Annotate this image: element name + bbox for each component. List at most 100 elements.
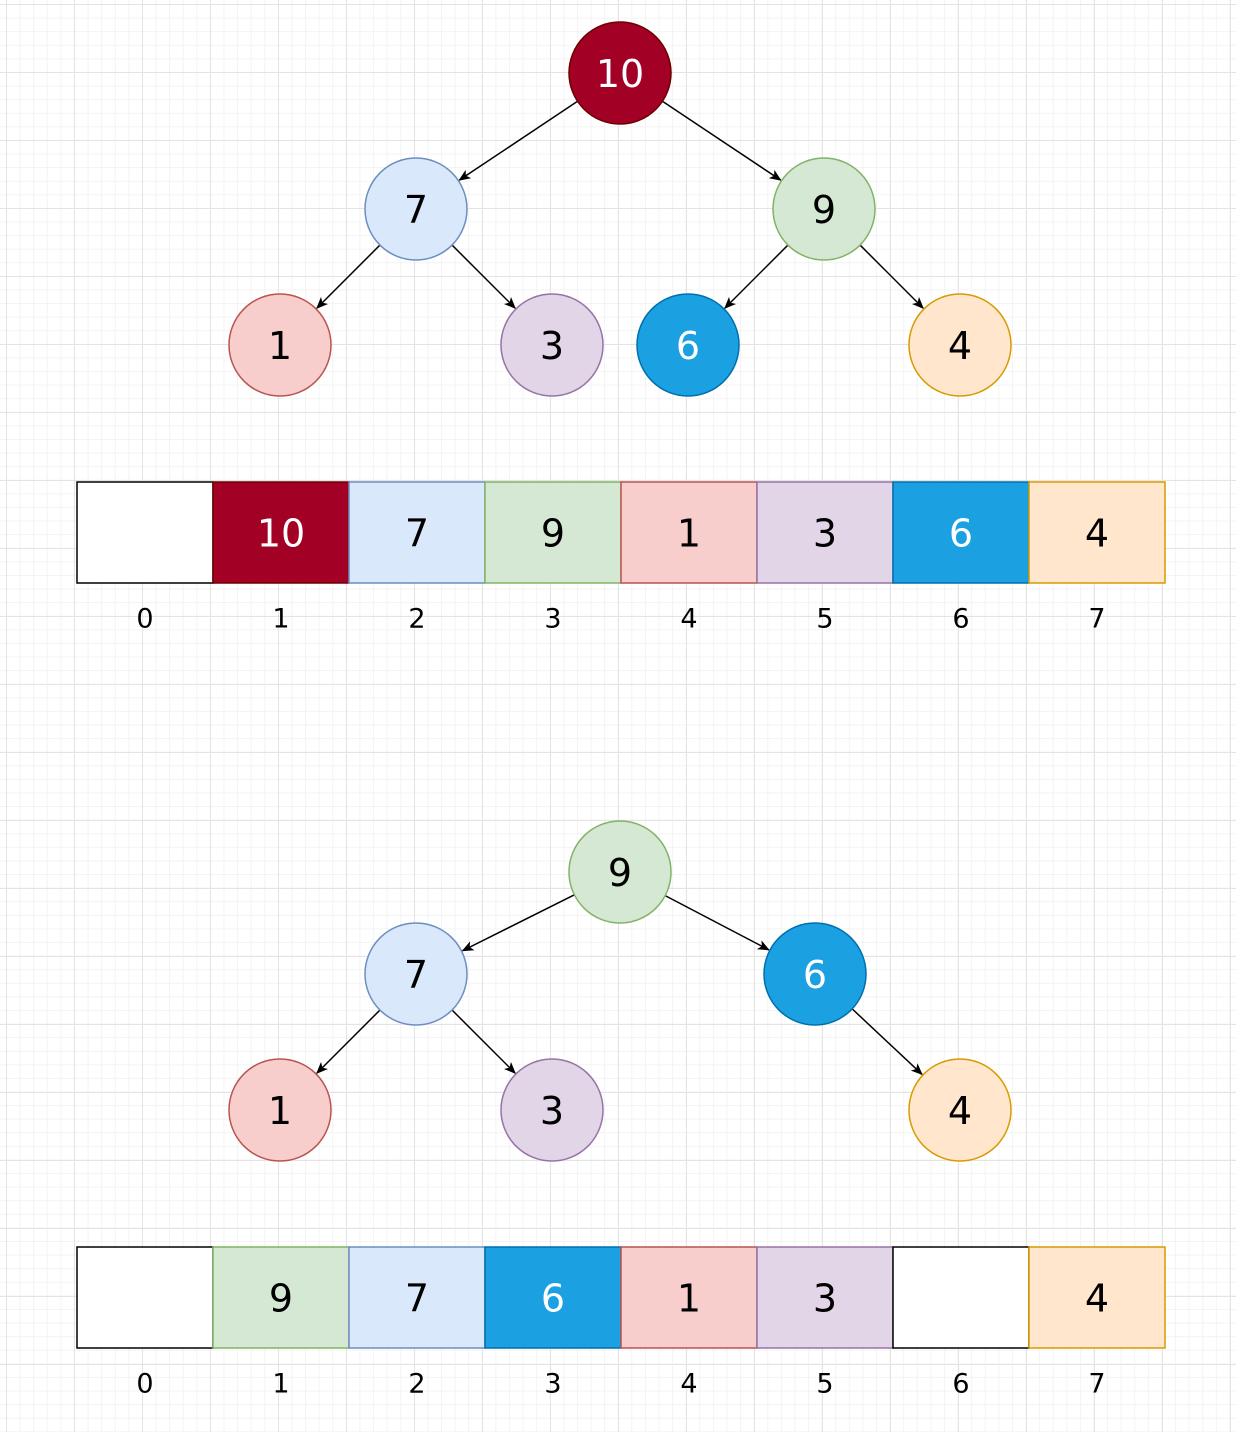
array-cell-box — [1028, 1246, 1166, 1349]
array-cell — [76, 481, 214, 584]
array-cell-box — [76, 1246, 214, 1349]
tree-node-label: 4 — [948, 1089, 972, 1133]
array-cell: 1 — [620, 481, 758, 584]
array-cell-box — [620, 1246, 758, 1349]
array-cell-value: 9 — [541, 512, 565, 556]
array-cell — [892, 1246, 1030, 1349]
array-cell-value: 3 — [813, 512, 837, 556]
tree-node-circle — [500, 293, 604, 397]
array-cell-value: 10 — [257, 512, 305, 556]
array-index-label: 6 — [952, 604, 969, 635]
heap-tree-node: 7 — [364, 922, 468, 1026]
array-index-label: 0 — [136, 1369, 153, 1400]
tree-edge-arrow — [662, 100, 782, 181]
array-cell-value: 6 — [949, 512, 973, 556]
heap-tree-node: 10 — [568, 21, 672, 125]
array-cell: 9 — [212, 1246, 350, 1349]
array-cell-box — [212, 481, 350, 584]
tree-node-circle — [908, 293, 1012, 397]
tree-edge-arrow — [451, 244, 516, 309]
tree-edge-arrow — [316, 1009, 381, 1074]
heap-tree-node: 6 — [763, 922, 867, 1026]
heap-tree-node: 3 — [500, 1058, 604, 1162]
tree-node-circle — [228, 293, 332, 397]
array-cell-value: 1 — [677, 512, 701, 556]
array-cell: 4 — [1028, 1246, 1166, 1349]
tree-node-circle — [568, 820, 672, 924]
tree-node-label: 3 — [540, 324, 564, 368]
tree-node-circle — [500, 1058, 604, 1162]
heap-tree-node: 4 — [908, 1058, 1012, 1162]
tree-node-label: 10 — [596, 52, 644, 96]
tree-edge-arrow — [859, 244, 924, 309]
tree-node-label: 9 — [608, 851, 632, 895]
tree-node-circle — [568, 21, 672, 125]
array-cell-box — [756, 1246, 894, 1349]
tree-edge-arrow — [851, 1008, 923, 1076]
array-cell: 10 — [212, 481, 350, 584]
array-cell: 4 — [1028, 481, 1166, 584]
tree-node-circle — [364, 157, 468, 261]
tree-node-label: 1 — [268, 324, 292, 368]
array-index-label: 2 — [408, 1369, 425, 1400]
tree-node-circle — [636, 293, 740, 397]
tree-node-label: 9 — [812, 188, 836, 232]
tree-node-label: 3 — [540, 1089, 564, 1133]
tree-node-label: 6 — [803, 953, 827, 997]
array-index-label: 7 — [1088, 1369, 1105, 1400]
array-cell: 9 — [484, 481, 622, 584]
array-cell-box — [76, 481, 214, 584]
tree-node-label: 1 — [268, 1089, 292, 1133]
array-index-label: 3 — [544, 604, 561, 635]
array-cell: 7 — [348, 1246, 486, 1349]
tree-edge-arrow — [461, 894, 575, 952]
array-cell: 3 — [756, 481, 894, 584]
array-cell-box — [1028, 481, 1166, 584]
tree-edge-arrow — [458, 100, 578, 181]
tree-node-label: 4 — [948, 324, 972, 368]
heap-tree-node: 6 — [636, 293, 740, 397]
array-cell-box — [484, 481, 622, 584]
array-index-label: 1 — [272, 604, 289, 635]
array-cell-box — [620, 481, 758, 584]
heap-tree-node: 9 — [568, 820, 672, 924]
array-index-label: 4 — [680, 1369, 697, 1400]
array-cell: 3 — [756, 1246, 894, 1349]
heap-tree-node: 9 — [772, 157, 876, 261]
heap-tree-node: 1 — [228, 1058, 332, 1162]
array-cell-box — [348, 1246, 486, 1349]
tree-node-circle — [772, 157, 876, 261]
array-cell: 1 — [620, 1246, 758, 1349]
heap-tree-node: 3 — [500, 293, 604, 397]
tree-node-label: 7 — [404, 953, 428, 997]
array-cell-box — [756, 481, 894, 584]
array-index-label: 0 — [136, 604, 153, 635]
tree-node-label: 7 — [404, 188, 428, 232]
array-index-label: 2 — [408, 604, 425, 635]
array-index-label: 6 — [952, 1369, 969, 1400]
array-cell-box — [484, 1246, 622, 1349]
tree-edge-arrow — [664, 894, 770, 951]
heap-tree-node: 4 — [908, 293, 1012, 397]
heap-tree-node: 7 — [364, 157, 468, 261]
array-index-label: 5 — [816, 604, 833, 635]
array-cell-value: 4 — [1085, 512, 1109, 556]
array-cell-value: 1 — [677, 1277, 701, 1321]
tree-node-label: 6 — [676, 324, 700, 368]
array-cell-value: 7 — [405, 1277, 429, 1321]
tree-node-circle — [364, 922, 468, 1026]
array-cell-box — [212, 1246, 350, 1349]
tree-edge-arrow — [316, 244, 381, 309]
array-cell-value: 7 — [405, 512, 429, 556]
array-cell: 7 — [348, 481, 486, 584]
array-index-label: 1 — [272, 1369, 289, 1400]
array-cell-value: 3 — [813, 1277, 837, 1321]
array-cell: 6 — [484, 1246, 622, 1349]
tree-node-circle — [908, 1058, 1012, 1162]
array-cell — [76, 1246, 214, 1349]
tree-node-circle — [228, 1058, 332, 1162]
array-index-label: 5 — [816, 1369, 833, 1400]
